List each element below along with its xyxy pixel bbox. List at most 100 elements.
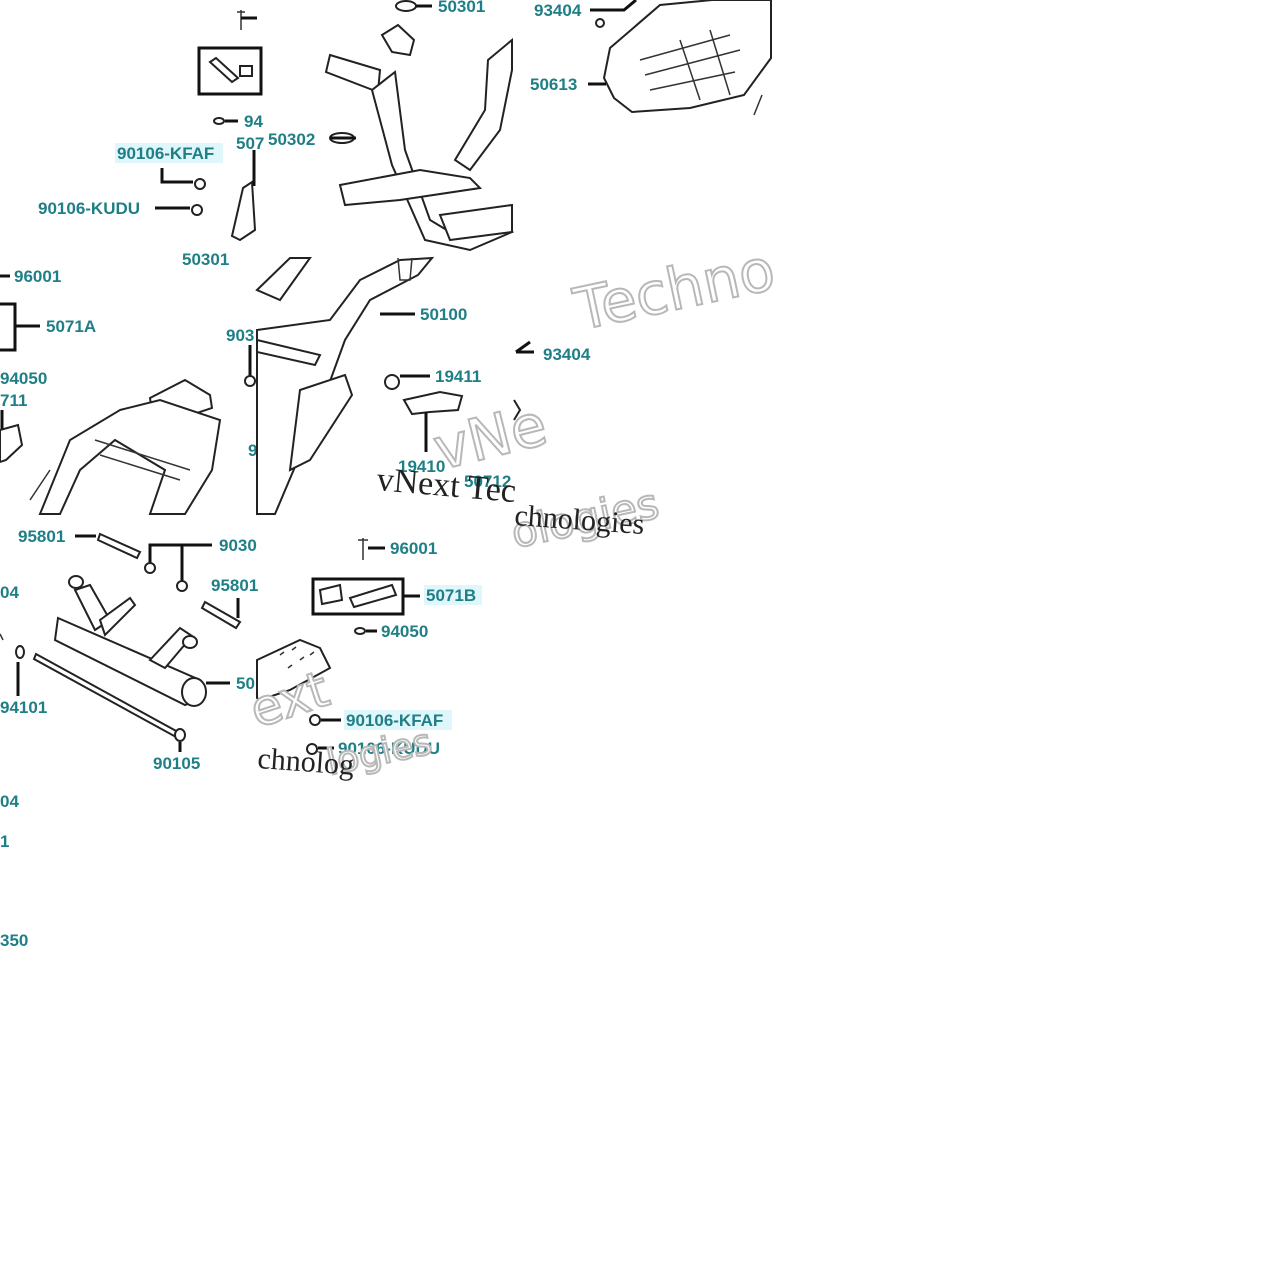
part-label: 90105 [153, 754, 200, 773]
bolt-drawing [237, 10, 245, 30]
footrest-drawing [0, 423, 24, 464]
bolt-drawing [397, 257, 413, 281]
long-bolt-drawing [96, 532, 142, 560]
nut-drawing [244, 375, 256, 387]
label-highlight [424, 585, 482, 605]
label-highlight [344, 710, 452, 730]
label-highlight [115, 143, 223, 163]
tile-top-middle: 50301 50302 [268, 0, 515, 252]
hanger-arm-drawing [98, 596, 137, 637]
subframe-detail [29, 439, 191, 501]
cross-brace-drawing [256, 338, 322, 367]
watermark-text: Techno [568, 235, 781, 344]
watermark: Techno vNe ologies ext logies vNext Tec … [242, 234, 782, 785]
tile-bottom-middle: 96001 5071B 94050 90106-KFAF 90106-KUDU [256, 538, 482, 758]
part-label: 50301 [438, 0, 485, 16]
hose-drawing [402, 390, 464, 416]
bushing-drawing [182, 635, 198, 649]
nut-drawing [144, 562, 156, 574]
leader-line [590, 0, 637, 12]
frame-tube-drawing [255, 257, 312, 302]
part-label: 9 [248, 441, 257, 460]
part-label: 95801 [211, 576, 258, 595]
nut-drawing [176, 580, 188, 592]
tile-top-left: 94 507 90106-KFAF 90106-KUDU 50301 [38, 10, 264, 269]
rear-subframe-drawing [38, 398, 222, 515]
part-label: 94101 [0, 698, 47, 717]
cap-drawing [395, 0, 417, 12]
part-label: 04 [0, 583, 19, 602]
part-label: 93404 [543, 345, 591, 364]
tile-top-right: 93404 50613 [530, 0, 772, 116]
part-label: 711 [0, 391, 27, 410]
part-label: 94050 [0, 369, 47, 388]
watermark-text: chnolog [257, 742, 356, 782]
part-label: 507 [236, 134, 264, 153]
screw-drawing [306, 743, 318, 755]
tile-middle-right: 93404 [513, 340, 591, 421]
tile-bottom-left: 95801 9030 04 95801 50 90105 94101 [0, 527, 258, 773]
tile-middle-center: 50100 19411 19410 50712 [255, 256, 511, 515]
clip-drawing [239, 65, 253, 77]
part-label: 50 [236, 674, 255, 693]
footrest-drawing [256, 638, 332, 702]
bushing-drawing [68, 575, 84, 589]
floor-panel-drawing [602, 0, 772, 114]
bushing-drawing [181, 677, 207, 707]
leader-line [160, 168, 193, 184]
side-bracket-drawing [288, 373, 354, 472]
part-label: 90106-KFAF [346, 711, 443, 730]
axle-bolt-head [174, 728, 186, 742]
part-label: 95801 [18, 527, 65, 546]
part-label: 19410 [398, 457, 445, 476]
bolt-head-drawing [213, 117, 225, 125]
screw-drawing [194, 178, 206, 190]
part-label: 96001 [14, 267, 61, 286]
panel-edge-drawing [513, 399, 522, 421]
leader-line [515, 340, 534, 354]
hanger-arm-drawing [148, 626, 194, 670]
rear-frame-drawing [453, 37, 513, 172]
nut-drawing [595, 18, 605, 28]
part-label: 50302 [268, 130, 315, 149]
tile-middle-left: 96001 5071A 94050 711 903 9 [0, 267, 257, 515]
kit-box [197, 46, 263, 96]
screw-drawing [309, 714, 321, 726]
part-label: 94 [244, 112, 263, 131]
long-bolt-drawing [200, 600, 242, 630]
part-label: 96001 [390, 539, 437, 558]
edge-detail [0, 633, 4, 641]
part-label: 903 [226, 326, 254, 345]
clip-drawing [318, 583, 344, 606]
head-tube-drawing [380, 23, 416, 57]
part-label: 9030 [219, 536, 257, 555]
part-label: 50613 [530, 75, 577, 94]
clamp-drawing [384, 374, 400, 390]
part-label: 50712 [464, 472, 511, 491]
tile-left-edge-column: 04 1 350 [0, 792, 28, 950]
part-label: 94050 [381, 622, 428, 641]
part-label: 5071B [426, 586, 476, 605]
part-label: 19411 [435, 367, 481, 386]
part-label: 90106-KUDU [38, 199, 140, 218]
leader-line [148, 543, 212, 582]
part-label: 93404 [534, 1, 582, 20]
part-label: 5071A [46, 317, 96, 336]
part-label: 50301 [182, 250, 229, 269]
part-label: 90106-KFAF [117, 144, 214, 163]
part-label: 04 [0, 792, 19, 811]
screw-drawing [753, 94, 763, 116]
bolt-head-drawing [354, 627, 366, 635]
washer-drawing [15, 645, 25, 659]
footrest-pin-drawing [208, 56, 240, 84]
part-label: 350 [0, 931, 28, 950]
part-label: 90106-KUDU [338, 739, 440, 758]
bracket-drawing [324, 53, 382, 94]
footrest-grip-pattern [279, 646, 315, 669]
footrest-bracket-drawing [230, 180, 257, 242]
kit-box [0, 302, 17, 352]
part-label: 50100 [420, 305, 467, 324]
screw-drawing [191, 204, 203, 216]
part-label: 1 [0, 832, 9, 851]
